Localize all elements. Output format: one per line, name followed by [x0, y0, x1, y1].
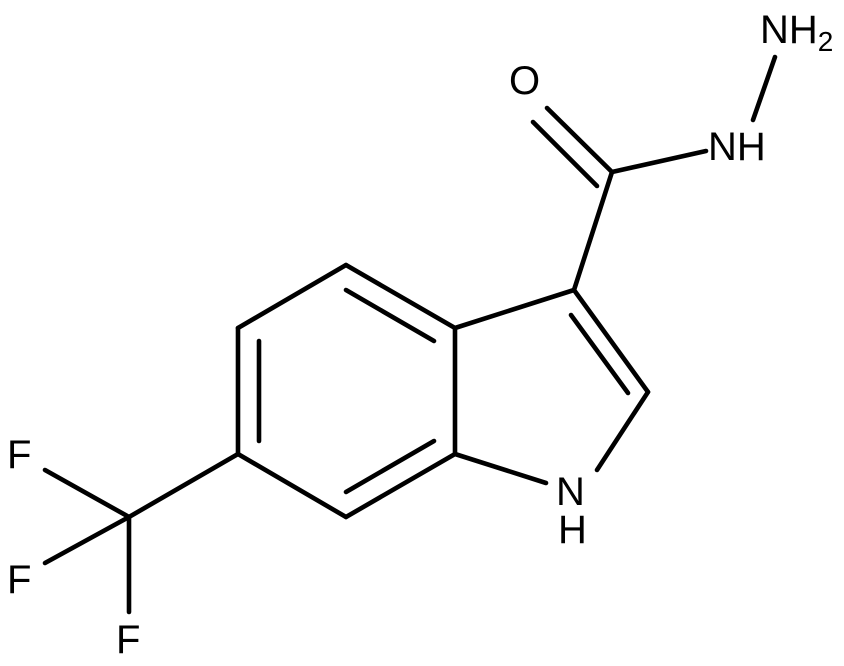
bond-c4-c3a-inner	[343, 287, 437, 344]
bond-c2-n1	[594, 389, 651, 473]
atom-label-carbonyl-o: O	[509, 59, 540, 103]
bond-carbonyl-o-b	[530, 119, 600, 189]
bond-c6-cf3	[126, 451, 241, 520]
atom-label-fluorine-3: F	[116, 618, 140, 662]
atom-label-indole-h: H	[558, 508, 587, 552]
bond-c7a-c7-inner	[343, 438, 437, 495]
bond-c3-c2-inner	[568, 312, 631, 396]
bond-nh-nh2	[750, 54, 778, 123]
bond-cf3-f2	[42, 514, 132, 566]
bond-carbonyl-nh	[609, 148, 709, 175]
atom-label-nh2: NH2	[760, 8, 833, 57]
bond-c7a-c7	[343, 451, 458, 520]
bond-c3-carbonyl	[571, 169, 615, 293]
atom-label-indole-n: N	[556, 470, 585, 514]
bond-c5-c4	[235, 262, 349, 331]
bond-c4-c3a	[343, 262, 458, 331]
bond-c3-c2	[571, 287, 651, 395]
atom-label-fluorine-1: F	[7, 433, 31, 477]
atom-label-fluorine-2: F	[7, 558, 31, 602]
bond-cf3-f1	[42, 467, 132, 520]
bond-layer	[42, 54, 778, 615]
atom-label-hydrazide-nh: NH	[708, 125, 766, 169]
bond-n1-c7a	[452, 451, 549, 486]
bond-c3a-c3	[452, 287, 577, 331]
bond-carbonyl-o-a	[544, 105, 615, 175]
bond-c7-c6	[235, 451, 349, 520]
label-layer: NH2 NH O N H F F F	[7, 8, 833, 662]
